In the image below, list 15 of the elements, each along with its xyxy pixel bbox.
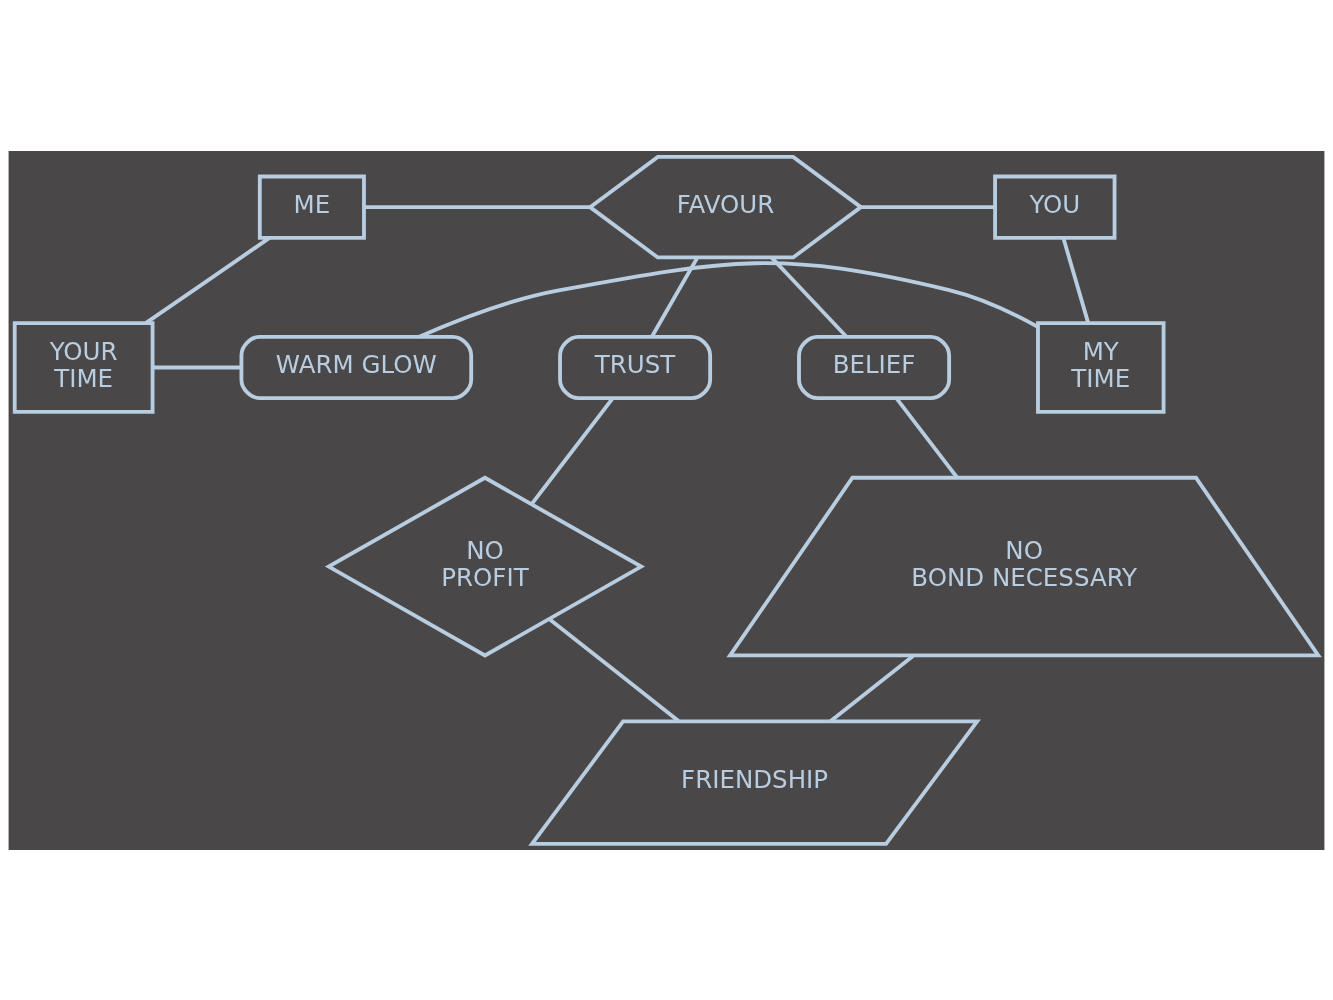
node-box: WARM GLOW xyxy=(239,334,474,400)
node-box: TRUST xyxy=(558,334,713,400)
node-box: MY TIME xyxy=(1036,320,1166,414)
node-box: BELIEF xyxy=(797,334,952,400)
node-box: YOU xyxy=(993,174,1117,240)
connector xyxy=(860,204,995,209)
node-box: YOUR TIME xyxy=(12,320,155,414)
connector xyxy=(548,617,680,723)
connector xyxy=(1061,237,1090,323)
connector xyxy=(418,260,1039,338)
connector xyxy=(650,256,700,338)
node-diamond: NO PROFIT xyxy=(324,475,646,658)
connector xyxy=(364,204,590,209)
connector xyxy=(152,365,242,369)
node-box: ME xyxy=(257,174,366,240)
